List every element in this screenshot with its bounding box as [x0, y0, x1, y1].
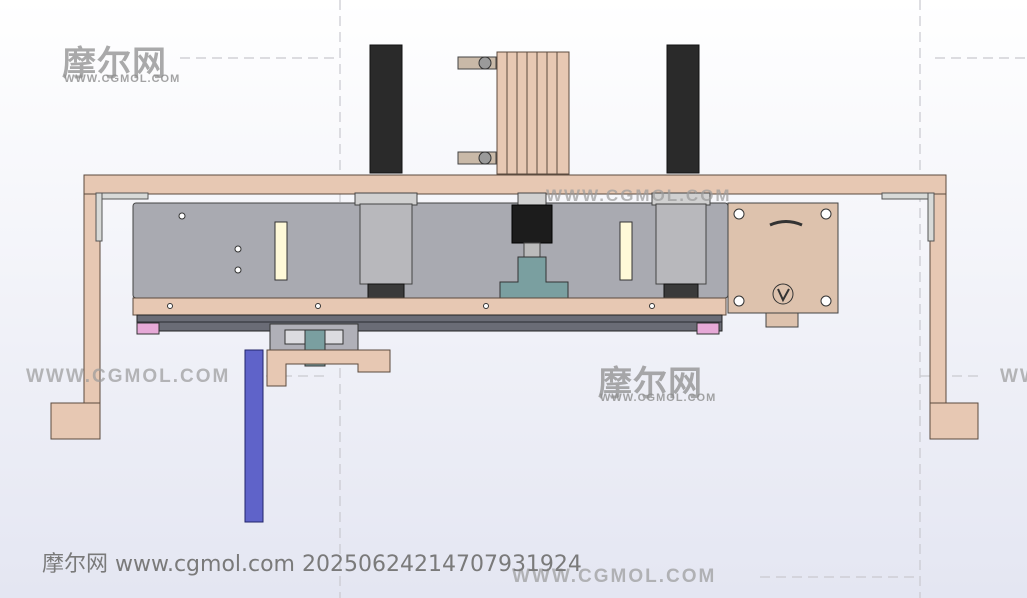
watermark-logo-cn: 摩尔网: [62, 44, 167, 84]
left-leg: [50, 192, 149, 440]
watermark-logo-cn: 摩尔网: [598, 364, 703, 404]
center-spindle: [499, 192, 569, 299]
right-top-cylinder: [666, 44, 700, 174]
watermark-url: WWW.CGMOL.COM: [600, 392, 717, 404]
main-panel: [132, 202, 729, 299]
stepper-motor: [727, 202, 839, 328]
carriage: [266, 323, 391, 387]
watermark-line: WWW.CGMOL.COM: [26, 366, 231, 387]
right-slot: [619, 221, 633, 281]
left-top-cylinder: [369, 44, 403, 174]
watermark-line: WWW.CGMOL.COM: [546, 186, 732, 205]
right-pink-block: [696, 322, 720, 335]
finned-block: [457, 51, 570, 175]
footer-caption: 摩尔网 www.cgmol.com 20250624214707931924: [42, 552, 582, 577]
left-pink-block: [136, 322, 160, 335]
watermark-line: WWW: [1000, 366, 1027, 387]
left-slot: [274, 221, 288, 281]
watermark-url: WWW.CGMOL.COM: [64, 73, 181, 85]
right-lower-cylinder: [651, 192, 711, 299]
watermark-line: WWW.CGMOL.COM: [512, 566, 717, 587]
rail: [136, 314, 723, 332]
right-leg: [881, 192, 979, 440]
top-beam: [83, 174, 947, 195]
left-lower-cylinder: [354, 192, 418, 299]
blue-handle: [244, 349, 264, 523]
lower-bar: [132, 297, 727, 316]
